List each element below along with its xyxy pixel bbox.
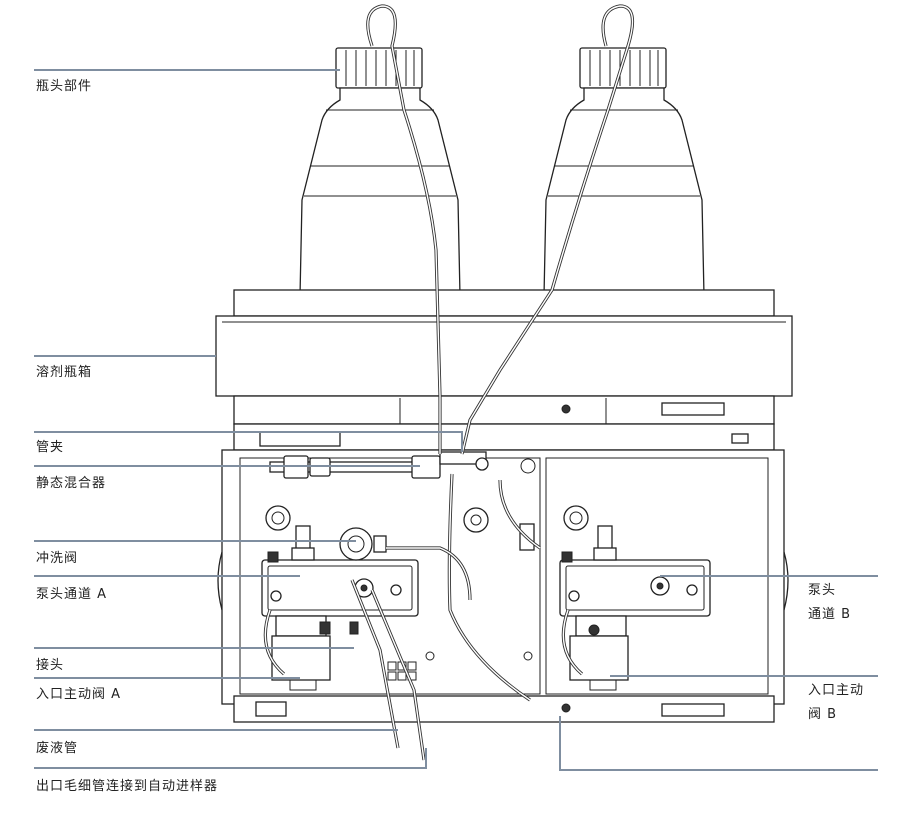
label-inlet-valve-a: 入口主动阀 A xyxy=(36,687,122,702)
pump-head-b xyxy=(559,505,711,617)
label-pump-head-b-line2: 通道 B xyxy=(808,607,852,622)
solvent-cabinet xyxy=(215,289,793,397)
inlet-valve-b xyxy=(569,615,629,691)
leader-bottom-right xyxy=(559,716,878,771)
label-pump-head-b-line1: 泵头 xyxy=(808,583,837,598)
label-tube-clip: 管夹 xyxy=(36,440,65,455)
solvent-bottle-b xyxy=(543,47,705,297)
leader-lines xyxy=(34,69,878,771)
label-inlet-valve-b-line2: 阀 B xyxy=(808,707,838,722)
label-pump-head-a: 泵头通道 A xyxy=(36,587,108,602)
label-inlet-valve-b: 入口主动 阀 B xyxy=(808,682,864,724)
leader-outlet-capillary xyxy=(34,748,427,769)
label-solvent-cabinet: 溶剂瓶箱 xyxy=(36,365,93,380)
leader-tube-clip xyxy=(34,431,463,452)
label-waste-tube: 废液管 xyxy=(36,741,79,756)
tubing xyxy=(263,4,635,761)
label-connector: 接头 xyxy=(36,658,65,673)
label-inlet-valve-b-line1: 入口主动 xyxy=(808,683,865,698)
purge-valve xyxy=(339,527,387,561)
label-static-mixer: 静态混合器 xyxy=(36,476,107,491)
solvent-bottle-a xyxy=(299,47,461,297)
label-bottle-head: 瓶头部件 xyxy=(36,79,93,94)
label-outlet-capillary: 出口毛细管连接到自动进样器 xyxy=(36,779,219,794)
mixing-block xyxy=(463,458,536,551)
label-purge-valve: 冲洗阀 xyxy=(36,551,79,566)
pump-head-a xyxy=(261,505,419,617)
label-pump-head-b: 泵头 通道 B xyxy=(808,582,851,624)
